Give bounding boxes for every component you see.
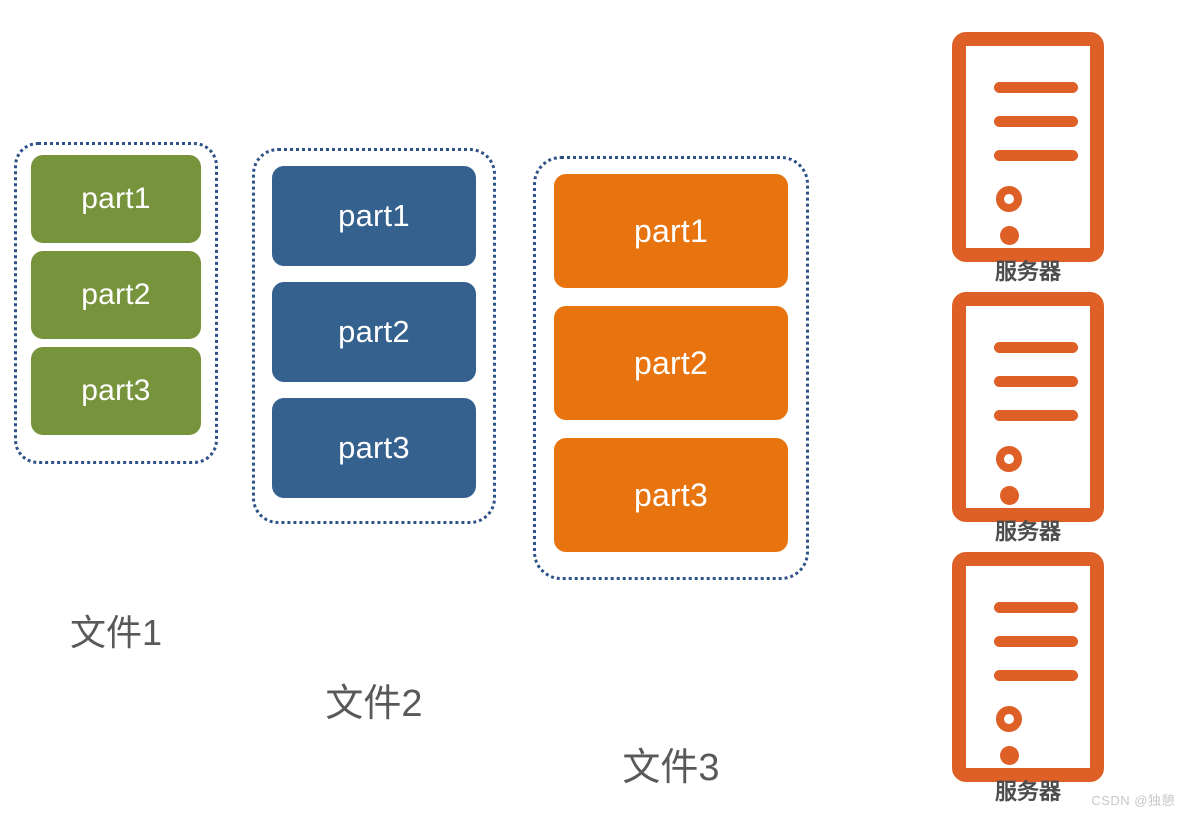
- server-slot-bar-icon: [994, 636, 1078, 647]
- part-box[interactable]: part3: [31, 347, 201, 435]
- file-group-3-label: 文件3: [622, 747, 720, 789]
- server-3-label: 服务器: [994, 779, 1061, 804]
- server-face: [974, 314, 1082, 505]
- server-1-label: 服务器: [994, 259, 1061, 284]
- file-group-2-label: 文件2: [325, 683, 423, 725]
- server-slot-bar-icon: [994, 116, 1078, 127]
- server-2[interactable]: 服务器: [952, 292, 1104, 544]
- status-led-icon: [1000, 746, 1019, 765]
- server-slot-bar-icon: [994, 670, 1078, 681]
- file-group-1-container: [14, 142, 218, 464]
- server-2-label: 服务器: [994, 519, 1061, 544]
- power-button-icon: [996, 186, 1022, 212]
- power-button-icon: [996, 706, 1022, 732]
- power-button-icon: [996, 446, 1022, 472]
- server-slot-bar-icon: [994, 342, 1078, 353]
- file-group-1-label: 文件1: [69, 612, 163, 653]
- server-3[interactable]: 服务器: [952, 552, 1104, 804]
- file-group-3-parts: part1 part2 part3: [533, 156, 809, 570]
- server-face: [974, 54, 1082, 245]
- file-group-3-container: [533, 156, 809, 580]
- status-led-icon: [1000, 486, 1019, 505]
- file-group-2-container: [252, 148, 496, 524]
- server-tower-icon: [952, 292, 1104, 522]
- part-box[interactable]: part1: [272, 166, 476, 266]
- server-slot-bar-icon: [994, 376, 1078, 387]
- part-box[interactable]: part1: [31, 155, 201, 243]
- part-box[interactable]: part3: [554, 438, 788, 552]
- file-group-1-parts: part1 part2 part3: [14, 142, 218, 443]
- server-1[interactable]: 服务器: [952, 32, 1104, 284]
- server-face: [974, 574, 1082, 765]
- part-box[interactable]: part1: [554, 174, 788, 288]
- file-group-2-parts: part1 part2 part3: [252, 148, 496, 514]
- part-box[interactable]: part2: [272, 282, 476, 382]
- server-slot-bar-icon: [994, 602, 1078, 613]
- status-led-icon: [1000, 226, 1019, 245]
- server-slot-bar-icon: [994, 410, 1078, 421]
- part-box[interactable]: part2: [554, 306, 788, 420]
- server-tower-icon: [952, 32, 1104, 262]
- server-tower-icon: [952, 552, 1104, 782]
- server-slot-bar-icon: [994, 150, 1078, 161]
- part-box[interactable]: part2: [31, 251, 201, 339]
- watermark: CSDN @独憩: [1091, 793, 1175, 808]
- part-box[interactable]: part3: [272, 398, 476, 498]
- server-slot-bar-icon: [994, 82, 1078, 93]
